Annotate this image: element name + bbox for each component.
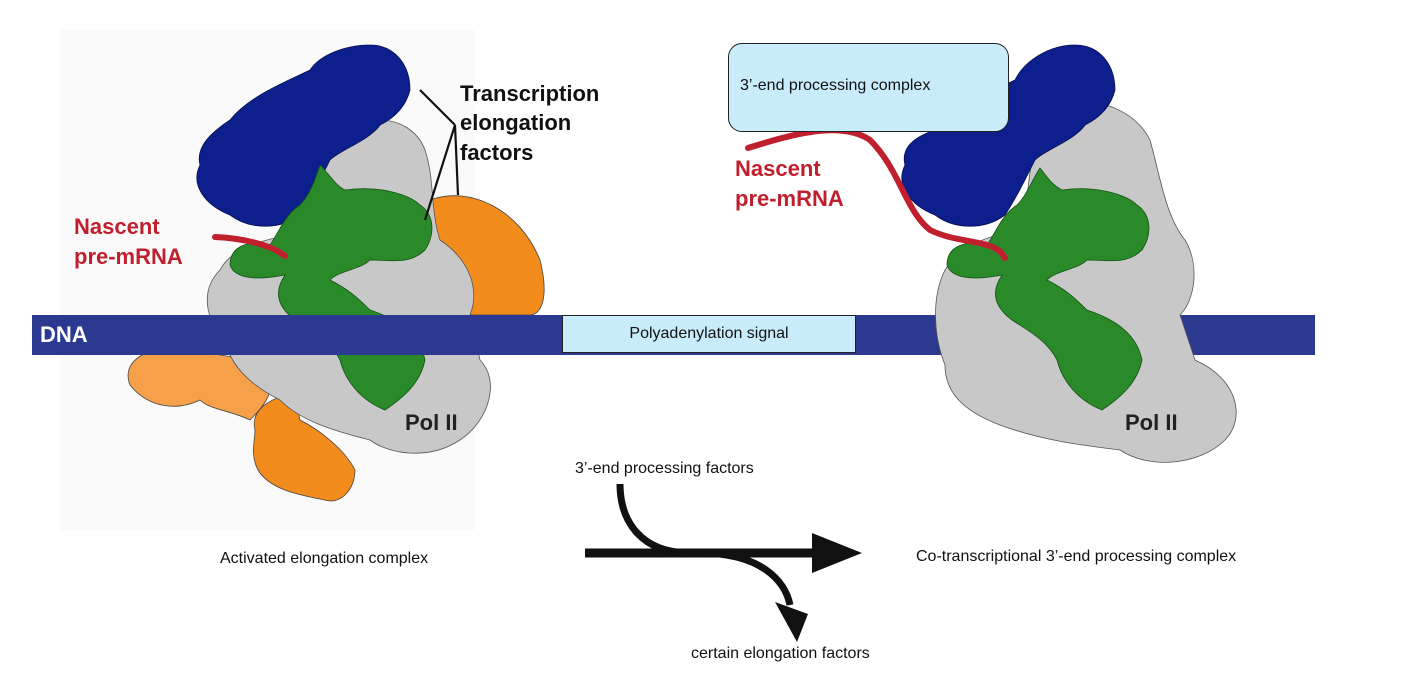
pol2-label-left: Pol II	[405, 410, 458, 435]
main-arrow-head	[812, 533, 862, 573]
elongation-factors-label-line3: factors	[460, 140, 534, 165]
activated-elongation-complex-label: Activated elongation complex	[220, 550, 429, 567]
pol2-label-right: Pol II	[1125, 410, 1178, 435]
polyadenylation-signal-box: Polyadenylation signal	[562, 315, 856, 353]
nascent-premrna-left-line1: Nascent	[74, 214, 160, 239]
factor-leader-lines	[419, 89, 460, 221]
elongation-factors-label-line1: Transcription	[460, 81, 600, 106]
reaction-arrows	[585, 483, 862, 642]
nascent-premrna-right-line1: Nascent	[735, 156, 821, 181]
elongation-factors-out-label: certain elongation factors	[691, 645, 870, 662]
nascent-premrna-strand-right	[745, 127, 1008, 261]
nascent-premrna-right-line2: pre-mRNA	[735, 186, 844, 211]
incoming-factors-curve	[616, 483, 691, 557]
blue-factor-left	[196, 44, 411, 227]
outgoing-arrow-head	[775, 602, 808, 642]
processing-complex-bubble	[728, 43, 1009, 132]
polyadenylation-signal-label: Polyadenylation signal	[629, 325, 789, 342]
processing-complex-label: 3’-end processing complex	[740, 77, 931, 94]
nascent-premrna-left-line2: pre-mRNA	[74, 244, 183, 269]
outgoing-factors-curve	[699, 549, 794, 606]
dna-label: DNA	[40, 322, 88, 347]
right-processing-complex	[745, 44, 1237, 463]
green-factor-right	[946, 167, 1150, 411]
processing-factors-label: 3’-end processing factors	[575, 460, 754, 477]
cotranscriptional-complex-label: Co-transcriptional 3’-end processing com…	[916, 548, 1237, 565]
elongation-factors-label-line2: elongation	[460, 110, 572, 135]
nascent-premrna-strand-left	[212, 234, 288, 259]
left-elongation-complex	[127, 44, 545, 502]
